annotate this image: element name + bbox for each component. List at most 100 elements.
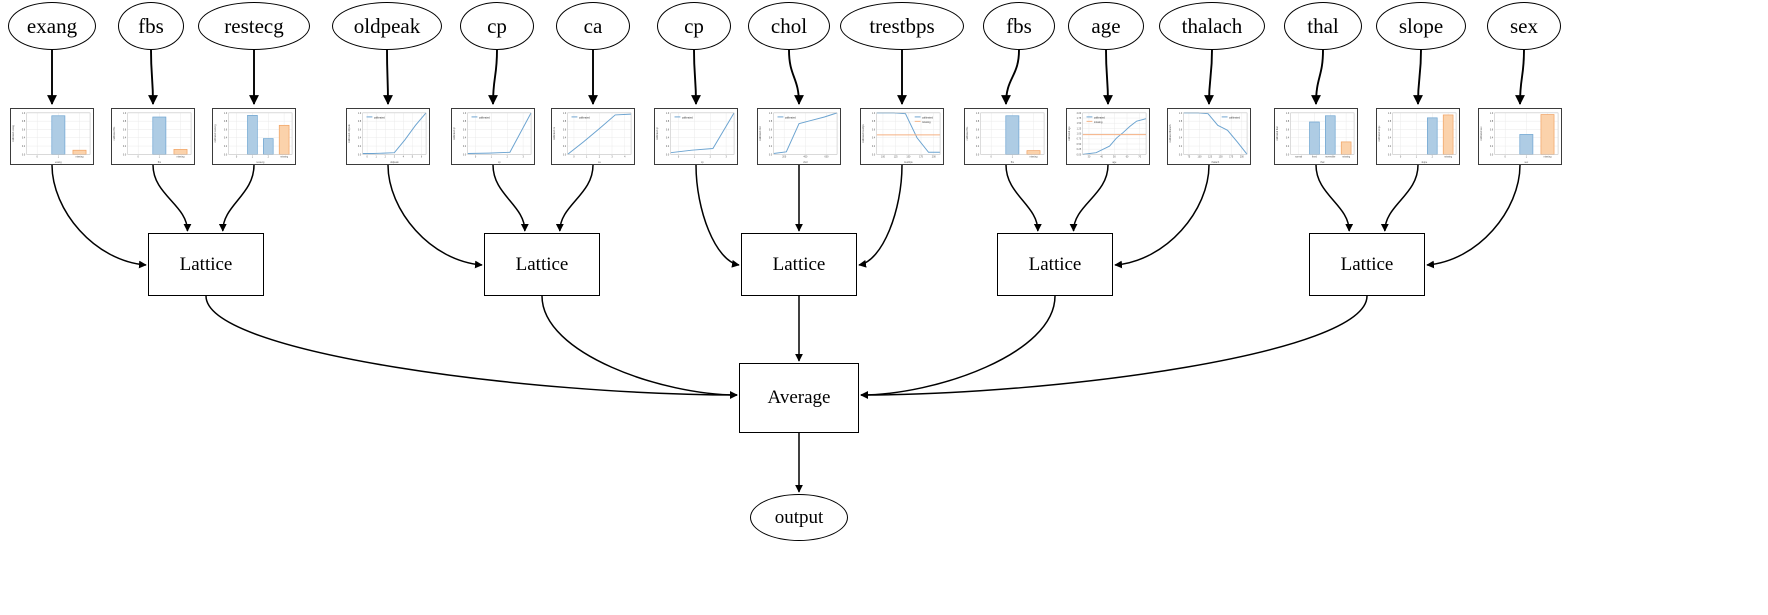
- svg-text:oldpeak: oldpeak: [390, 161, 399, 164]
- svg-text:200: 200: [782, 157, 787, 159]
- svg-text:1.0: 1.0: [563, 113, 567, 115]
- feature-node-sex[interactable]: sex: [1487, 2, 1561, 50]
- output-node[interactable]: output: [750, 494, 848, 541]
- lattice-node-3[interactable]: Lattice: [997, 233, 1113, 296]
- lattice-node-4[interactable]: Lattice: [1309, 233, 1425, 296]
- feature-node-thalach[interactable]: thalach: [1159, 2, 1265, 50]
- svg-text:0.0: 0.0: [22, 154, 26, 156]
- svg-text:0.8: 0.8: [1388, 121, 1392, 123]
- average-node[interactable]: Average: [739, 363, 859, 433]
- svg-text:restecg: restecg: [256, 161, 265, 164]
- svg-text:0: 0: [573, 157, 575, 159]
- svg-text:3: 3: [725, 157, 727, 159]
- edge-fbs_1-plot-to-lattice: [152, 164, 192, 232]
- edge-thal-plot-to-lattice: [1315, 164, 1354, 232]
- svg-text:30: 30: [1088, 157, 1091, 159]
- svg-text:1.0: 1.0: [1388, 113, 1392, 115]
- feature-node-slope[interactable]: slope: [1376, 2, 1466, 50]
- feature-node-label: exang: [26, 13, 78, 38]
- svg-text:0.4: 0.4: [463, 138, 467, 140]
- svg-text:0.0: 0.0: [1286, 154, 1290, 156]
- svg-text:ca: ca: [598, 161, 601, 164]
- svg-text:60: 60: [1126, 157, 1129, 159]
- feature-node-oldpeak[interactable]: oldpeak: [332, 2, 442, 50]
- svg-text:missing: missing: [1094, 121, 1103, 124]
- feature-node-trestbps[interactable]: trestbps: [840, 2, 964, 50]
- feature-node-cp_2[interactable]: cp: [657, 2, 731, 50]
- edge-trestbps-plot-to-lattice: [858, 164, 903, 268]
- svg-text:100: 100: [881, 157, 886, 159]
- lattice-node-1[interactable]: Lattice: [484, 233, 600, 296]
- svg-text:0.0: 0.0: [224, 154, 228, 156]
- svg-text:0.2: 0.2: [563, 146, 567, 148]
- svg-text:70: 70: [1138, 157, 1141, 159]
- feature-node-label: thalach: [1181, 13, 1243, 38]
- svg-text:50: 50: [1113, 157, 1116, 159]
- edge-thalach-plot-to-lattice: [1114, 164, 1210, 269]
- svg-text:1.0: 1.0: [1286, 113, 1290, 115]
- svg-text:0: 0: [991, 157, 993, 159]
- svg-text:sex: sex: [1524, 161, 1529, 164]
- svg-text:calibrated cp: calibrated cp: [453, 126, 456, 140]
- svg-text:fbs: fbs: [158, 161, 162, 164]
- svg-text:175: 175: [1229, 157, 1234, 159]
- svg-text:1: 1: [694, 157, 696, 159]
- feature-node-exang[interactable]: exang: [8, 2, 96, 50]
- svg-text:0.2: 0.2: [22, 146, 26, 148]
- svg-text:2: 2: [385, 157, 387, 159]
- feature-node-thal[interactable]: thal: [1284, 2, 1362, 50]
- svg-text:reversible: reversible: [1325, 157, 1336, 159]
- svg-text:0.4: 0.4: [358, 138, 362, 140]
- lattice-node-0[interactable]: Lattice: [148, 233, 264, 296]
- feature-node-ca[interactable]: ca: [556, 2, 630, 50]
- svg-text:2: 2: [268, 157, 270, 159]
- svg-text:calibrated age: calibrated age: [1068, 126, 1071, 141]
- svg-text:0.8: 0.8: [123, 121, 127, 123]
- svg-text:0.6: 0.6: [224, 129, 228, 131]
- svg-text:0: 0: [475, 157, 477, 159]
- svg-text:3: 3: [394, 157, 396, 159]
- svg-text:0: 0: [1400, 157, 1402, 159]
- svg-text:1: 1: [376, 157, 378, 159]
- svg-text:1.0: 1.0: [1490, 113, 1494, 115]
- feature-node-age[interactable]: age: [1068, 2, 1144, 50]
- feature-node-fbs_1[interactable]: fbs: [118, 2, 184, 50]
- edges-feature-to-plot: [47, 49, 1525, 105]
- feature-node-chol[interactable]: chol: [748, 2, 830, 50]
- feature-node-fbs_2[interactable]: fbs: [983, 2, 1055, 50]
- svg-text:calibrated chol: calibrated chol: [759, 126, 762, 141]
- edge-thal-to-plot: [1311, 49, 1324, 105]
- feature-node-cp_1[interactable]: cp: [460, 2, 534, 50]
- svg-text:0.0: 0.0: [872, 154, 876, 156]
- svg-text:2.00: 2.00: [1077, 113, 1082, 115]
- svg-text:age: age: [1112, 161, 1117, 164]
- svg-text:missing: missing: [1544, 157, 1553, 159]
- lattice-node-2[interactable]: Lattice: [741, 233, 857, 296]
- feature-node-restecg[interactable]: restecg: [198, 2, 310, 50]
- svg-text:0.2: 0.2: [769, 146, 773, 148]
